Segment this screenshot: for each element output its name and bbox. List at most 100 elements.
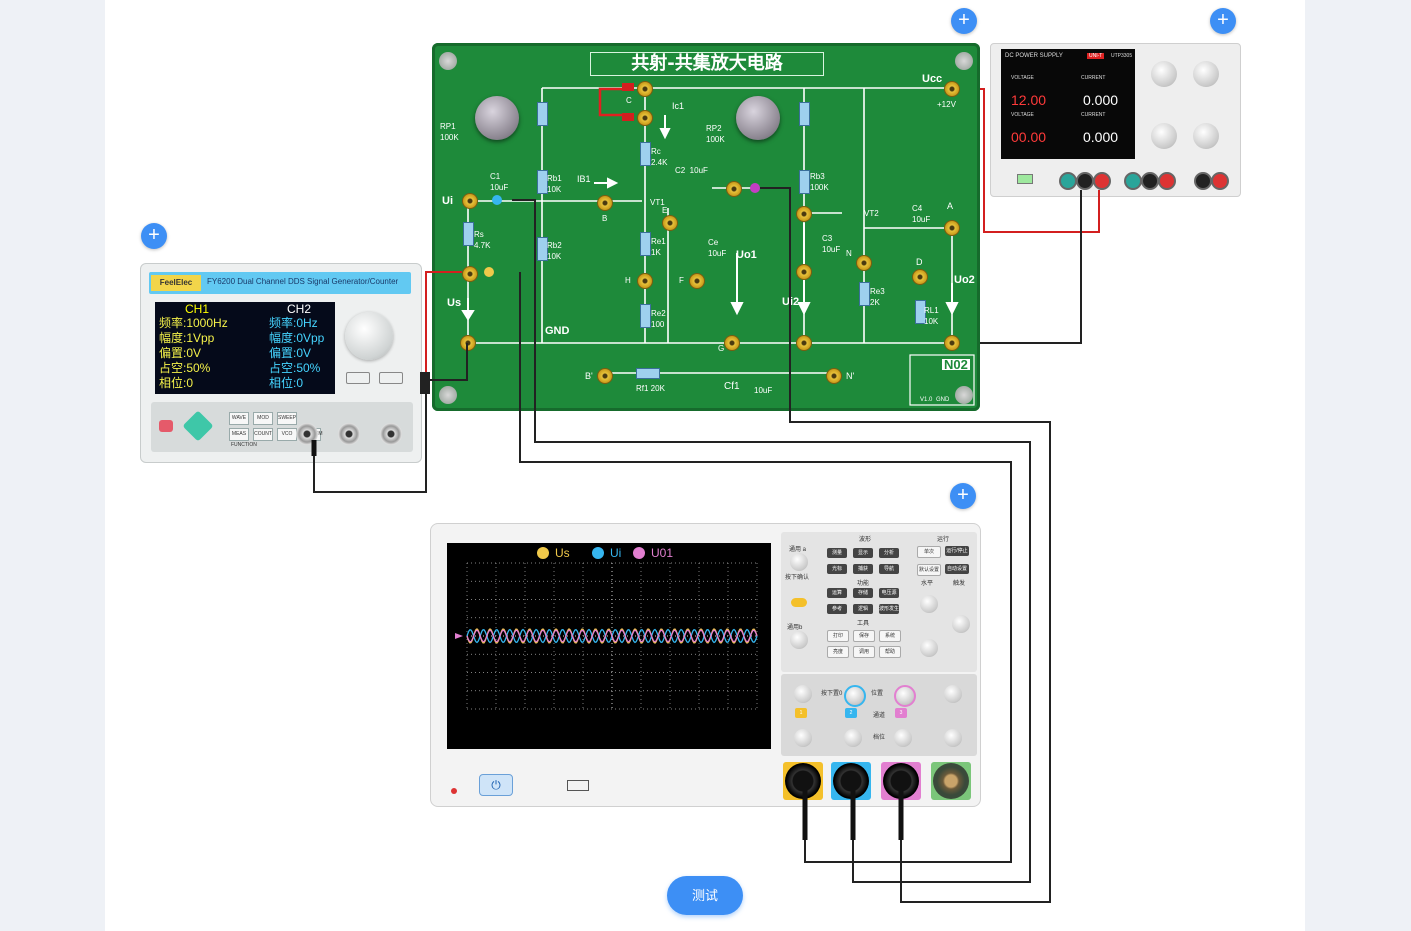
jumper-plug[interactable] xyxy=(622,113,634,121)
potentiometer-rp1-knob[interactable] xyxy=(475,96,519,140)
scope-power-button[interactable]: ⏻ xyxy=(479,774,513,796)
adjust-a-knob[interactable] xyxy=(790,553,808,571)
terminal-g[interactable] xyxy=(724,335,740,351)
logic-button[interactable]: 逻辑 xyxy=(853,604,873,614)
count-button[interactable]: COUNT xyxy=(253,428,273,441)
circuit-board: 共射-共集放大电路 xyxy=(432,43,980,411)
terminal-e[interactable] xyxy=(662,215,678,231)
counter-bnc[interactable] xyxy=(380,423,402,445)
ch1-select-button[interactable]: 1 xyxy=(795,708,807,718)
recall-button[interactable]: 调用 xyxy=(853,646,875,658)
ch2-voltage-readout: 00.00 xyxy=(1011,129,1047,145)
measure-button[interactable]: 测量 xyxy=(827,548,847,558)
ch1-positive-jack[interactable] xyxy=(1093,172,1111,190)
ch3-position-knob[interactable] xyxy=(894,685,916,707)
ch2-output-bnc[interactable] xyxy=(338,423,360,445)
label-vt2: VT2 xyxy=(864,209,879,218)
siggen-right-arrow-button[interactable] xyxy=(379,372,403,384)
terminal-ui2[interactable] xyxy=(796,206,812,222)
terminal-ucc[interactable] xyxy=(944,81,960,97)
ch1-position-knob[interactable] xyxy=(794,685,812,703)
navigate-button[interactable]: 导航 xyxy=(879,564,899,574)
ch2-positive-jack[interactable] xyxy=(1158,172,1176,190)
terminal-a[interactable] xyxy=(944,220,960,236)
ch1-scale-knob[interactable] xyxy=(794,729,812,747)
add-instrument-button-psu[interactable]: + xyxy=(1210,8,1236,34)
cursor-button[interactable]: 光标 xyxy=(827,564,847,574)
analyze-button[interactable]: 分析 xyxy=(879,548,899,558)
horizontal-scale-knob[interactable] xyxy=(920,639,938,657)
us-probe-tip[interactable] xyxy=(484,267,494,277)
run-stop-button[interactable]: 运行/停止 xyxy=(945,546,969,556)
resistor-rp2 xyxy=(799,102,810,126)
help-button[interactable]: 帮助 xyxy=(879,646,901,658)
add-instrument-button-scope[interactable]: + xyxy=(950,483,976,509)
print-button[interactable]: 打印 xyxy=(827,630,849,642)
siggen-clip-connector[interactable] xyxy=(420,372,430,394)
terminal-uo1[interactable] xyxy=(726,181,742,197)
resistor-rs xyxy=(463,222,474,246)
terminal-n[interactable] xyxy=(856,255,872,271)
power-button[interactable] xyxy=(159,420,173,432)
ch4-scale-knob[interactable] xyxy=(944,729,962,747)
label-gnd: GND xyxy=(545,325,570,337)
terminal-b-prime[interactable] xyxy=(597,368,613,384)
terminal-n-prime[interactable] xyxy=(826,368,842,384)
ch3-select-button[interactable]: 3 xyxy=(895,708,907,718)
single-button[interactable]: 单次 xyxy=(917,546,941,558)
voltage-source-button[interactable]: 电压源 xyxy=(879,588,899,598)
terminal-b[interactable] xyxy=(597,195,613,211)
wave-button[interactable]: WAVE xyxy=(229,412,249,425)
waveform-generator-button[interactable]: 波形发生 xyxy=(879,604,900,614)
ui-probe-tip[interactable] xyxy=(492,195,502,205)
capture-button[interactable]: 捕获 xyxy=(853,564,873,574)
terminal-ui2-low[interactable] xyxy=(796,264,812,280)
test-button[interactable]: 测试 xyxy=(667,876,743,915)
psu-power-switch[interactable] xyxy=(1017,174,1033,184)
terminal-us[interactable] xyxy=(462,266,478,282)
terminal-gnd-mid[interactable] xyxy=(796,335,812,351)
uo1-probe-tip[interactable] xyxy=(750,183,760,193)
ch2-current-knob[interactable] xyxy=(1193,123,1219,149)
ch1-current-knob[interactable] xyxy=(1193,61,1219,87)
ch4-position-knob[interactable] xyxy=(944,685,962,703)
save-button[interactable]: 保存 xyxy=(853,630,875,642)
ch1-voltage-knob[interactable] xyxy=(1151,61,1177,87)
potentiometer-rp2-knob[interactable] xyxy=(736,96,780,140)
display-button[interactable]: 显示 xyxy=(853,548,873,558)
siggen-left-arrow-button[interactable] xyxy=(346,372,370,384)
ch2-voltage-knob[interactable] xyxy=(1151,123,1177,149)
ch2-phase: 相位:0 xyxy=(269,376,304,390)
add-instrument-button-siggen[interactable]: + xyxy=(141,223,167,249)
ch2-position-knob[interactable] xyxy=(844,685,866,707)
sweep-button[interactable]: SWEEP xyxy=(277,412,297,425)
ch2-select-button[interactable]: 2 xyxy=(845,708,857,718)
mod-button[interactable]: MOD xyxy=(253,412,273,425)
terminal-d[interactable] xyxy=(912,269,928,285)
ch2-scale-knob[interactable] xyxy=(844,729,862,747)
math-button[interactable]: 运算 xyxy=(827,588,847,598)
terminal-uo2[interactable] xyxy=(944,335,960,351)
terminal-ui[interactable] xyxy=(462,193,478,209)
ch3-positive-jack[interactable] xyxy=(1211,172,1229,190)
system-button[interactable]: 系统 xyxy=(879,630,901,642)
storage-button[interactable]: 存储 xyxy=(853,588,873,598)
ch2-duty: 占空:50% xyxy=(269,361,321,375)
terminal-f[interactable] xyxy=(689,273,705,289)
horizontal-position-knob[interactable] xyxy=(920,595,938,613)
ch1-output-bnc[interactable] xyxy=(296,423,318,445)
siggen-adjust-dial[interactable] xyxy=(345,312,393,360)
meas-button[interactable]: MEAS xyxy=(229,428,249,441)
adjust-b-knob[interactable] xyxy=(790,631,808,649)
trigger-level-knob[interactable] xyxy=(952,615,970,633)
jumper-plug[interactable] xyxy=(622,83,634,91)
ch3-scale-knob[interactable] xyxy=(894,729,912,747)
default-setup-button[interactable]: 默认设置 xyxy=(917,564,941,576)
auto-setup-button[interactable]: 自动设置 xyxy=(945,564,969,574)
reference-button[interactable]: 参考 xyxy=(827,604,847,614)
terminal-c[interactable] xyxy=(637,110,653,126)
terminal-h[interactable] xyxy=(637,273,653,289)
terminal-c-top[interactable] xyxy=(637,81,653,97)
brightness-button[interactable]: 亮度 xyxy=(827,646,849,658)
add-instrument-button-board[interactable]: + xyxy=(951,8,977,34)
